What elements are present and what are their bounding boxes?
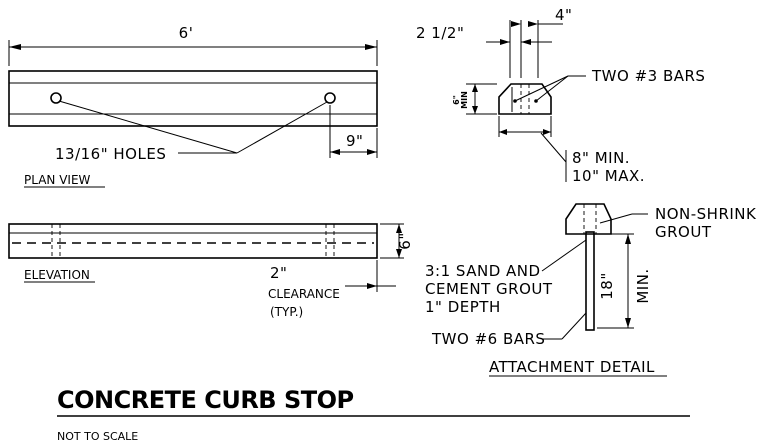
elevation-curb-outline bbox=[8, 223, 378, 259]
section-view: 2 1/2" 4" TWO #3 BARS 6" MIN 8" MIN. 10"… bbox=[416, 6, 705, 185]
embed-min: MIN. bbox=[634, 268, 652, 303]
detail-anchor-bar bbox=[585, 231, 595, 331]
hole-offset-dim: 9" bbox=[346, 132, 363, 150]
plan-view: 6' 13/16" HOLES 9" PLAN VIEW bbox=[8, 24, 378, 188]
scale-note: NOT TO SCALE bbox=[57, 430, 138, 443]
section-height-dim: 6" bbox=[452, 95, 461, 105]
elevation-label: ELEVATION bbox=[24, 268, 90, 282]
embed-dim: 18" bbox=[598, 272, 616, 300]
sand-note-line3: 1" DEPTH bbox=[425, 298, 501, 316]
plan-view-label: PLAN VIEW bbox=[24, 173, 91, 187]
grout-note-line2: GROUT bbox=[655, 223, 712, 241]
sand-note-line1: 3:1 SAND AND bbox=[425, 262, 541, 280]
sand-note-line2: CEMENT GROUT bbox=[425, 280, 553, 298]
attachment-detail-label: ATTACHMENT DETAIL bbox=[489, 358, 655, 376]
detail-curb-outline bbox=[565, 203, 612, 235]
plan-curb-outline bbox=[8, 70, 378, 127]
attachment-detail: NON-SHRINK GROUT 3:1 SAND AND CEMENT GRO… bbox=[425, 203, 757, 377]
grout-note-line1: NON-SHRINK bbox=[655, 205, 757, 223]
elevation-height-dim: 6" bbox=[396, 232, 414, 249]
clearance-typ: (TYP.) bbox=[270, 305, 303, 319]
detail-bars-note: TWO #6 BARS bbox=[431, 330, 545, 348]
plan-length-dim: 6' bbox=[179, 24, 194, 42]
elevation-view: 6" 2" CLEARANCE (TYP.) ELEVATION bbox=[8, 223, 414, 319]
section-base-max: 10" MAX. bbox=[572, 167, 645, 185]
section-top-width-dim: 2 1/2" bbox=[416, 24, 464, 42]
section-bars-note: TWO #3 BARS bbox=[591, 67, 705, 85]
title-block: CONCRETE CURB STOP NOT TO SCALE bbox=[57, 386, 690, 443]
plan-hole-left bbox=[50, 92, 62, 104]
holes-note: 13/16" HOLES bbox=[55, 145, 166, 163]
section-height-min: MIN bbox=[460, 91, 469, 109]
plan-hole-right bbox=[324, 92, 336, 104]
section-curb-outline bbox=[498, 83, 552, 115]
clearance-label: CLEARANCE bbox=[268, 287, 340, 301]
drawing-title: CONCRETE CURB STOP bbox=[57, 386, 354, 414]
section-bar-spacing-dim: 4" bbox=[555, 6, 572, 24]
clearance-dim: 2" bbox=[270, 264, 287, 282]
section-base-min: 8" MIN. bbox=[572, 149, 630, 167]
